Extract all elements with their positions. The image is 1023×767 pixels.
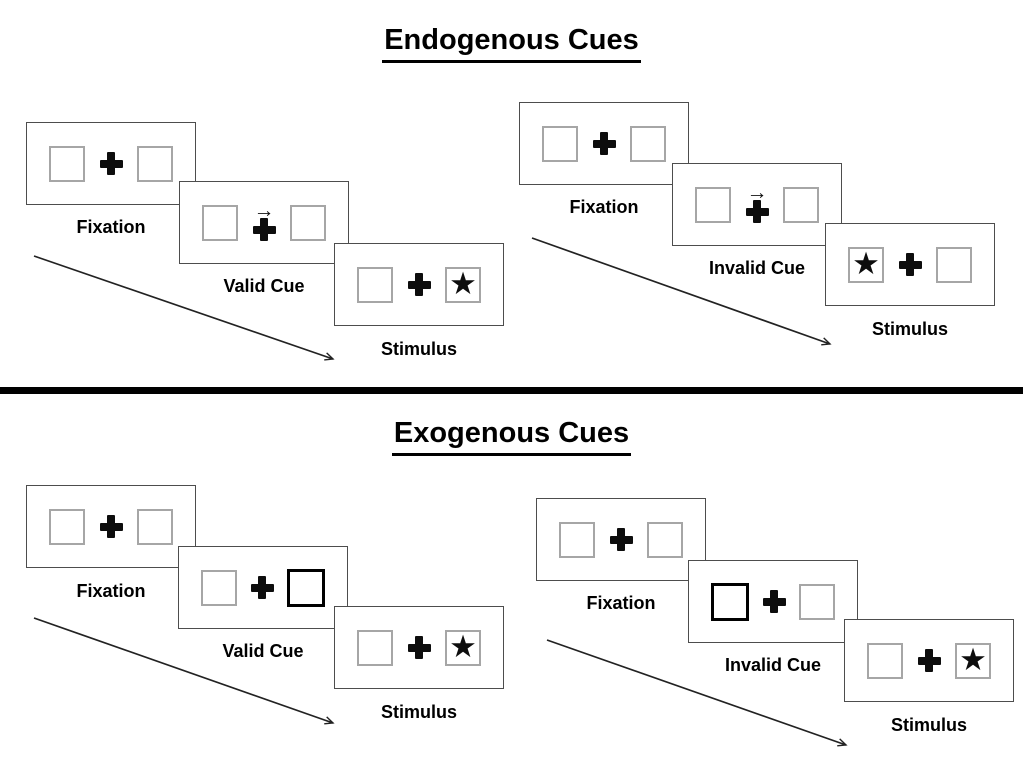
fixation-cross-icon	[763, 590, 786, 613]
center-stack	[100, 152, 123, 175]
fixation-cross-icon	[899, 253, 922, 276]
left-placeholder-box	[695, 186, 731, 223]
panel-label: Fixation	[76, 217, 146, 237]
fixation-cross-icon	[918, 649, 941, 672]
panel-label: Fixation	[569, 197, 639, 217]
center-stack	[408, 273, 431, 296]
left-placeholder-box	[867, 642, 903, 679]
fixation-screen	[536, 498, 706, 581]
cue-screen: →	[179, 181, 349, 264]
stimulus-screen: ★	[825, 223, 995, 306]
fixation-cross-icon	[251, 576, 274, 599]
left-placeholder-box	[357, 629, 393, 666]
panel-label: Stimulus	[890, 715, 967, 735]
star-stimulus-icon: ★	[449, 266, 477, 301]
right-placeholder-box	[936, 246, 972, 283]
fixation-cross-icon	[100, 515, 123, 538]
timeline-arrow	[33, 255, 335, 361]
fixation-screen	[26, 485, 196, 568]
panel-label: Fixation	[586, 593, 656, 613]
left-placeholder-box	[357, 266, 393, 303]
right-placeholder-box	[137, 145, 173, 182]
center-stack: →	[746, 181, 769, 223]
fixation-cross-icon	[593, 132, 616, 155]
section-title-exogenous: Exogenous Cues	[0, 417, 1023, 456]
fixation-screen	[26, 122, 196, 205]
fixation-cross-icon	[253, 218, 276, 241]
center-stack	[899, 253, 922, 276]
right-target-box: ★	[955, 642, 991, 679]
stimulus-screen: ★	[334, 243, 504, 326]
left-cue-box	[711, 582, 749, 621]
panel-label: Invalid Cue	[724, 655, 822, 675]
fixation-cross-icon	[746, 200, 769, 223]
center-stack	[610, 528, 633, 551]
left-placeholder-box	[202, 204, 238, 241]
panel-label: Valid Cue	[223, 276, 305, 296]
fixation-cross-icon	[408, 636, 431, 659]
cue-arrow-icon: →	[253, 199, 275, 222]
right-placeholder-box	[630, 125, 666, 162]
section-title-endogenous: Endogenous Cues	[0, 24, 1023, 63]
panel-label: Stimulus	[380, 339, 457, 359]
cue-screen	[688, 560, 858, 643]
timeline-arrow	[531, 237, 832, 346]
panel-label: Stimulus	[380, 702, 457, 722]
panel-label: Invalid Cue	[708, 258, 806, 278]
right-placeholder-box	[783, 186, 819, 223]
left-target-box: ★	[848, 246, 884, 283]
cue-screen: →	[672, 163, 842, 246]
right-target-box: ★	[445, 266, 481, 303]
left-placeholder-box	[201, 569, 237, 606]
timeline-arrow	[546, 639, 848, 747]
fixation-cross-icon	[100, 152, 123, 175]
section-divider	[0, 387, 1023, 394]
right-placeholder-box	[647, 521, 683, 558]
center-stack	[100, 515, 123, 538]
fixation-cross-icon	[408, 273, 431, 296]
right-placeholder-box	[290, 204, 326, 241]
stimulus-screen: ★	[844, 619, 1014, 702]
center-stack	[918, 649, 941, 672]
center-stack	[763, 590, 786, 613]
panel-label: Valid Cue	[222, 641, 304, 661]
left-placeholder-box	[559, 521, 595, 558]
star-stimulus-icon: ★	[852, 246, 880, 281]
center-stack: →	[253, 199, 276, 241]
left-placeholder-box	[49, 508, 85, 545]
right-placeholder-box	[137, 508, 173, 545]
panel-label: Fixation	[76, 581, 146, 601]
timeline-arrow	[33, 617, 335, 725]
right-target-box: ★	[445, 629, 481, 666]
center-stack	[251, 576, 274, 599]
right-cue-box	[287, 568, 325, 607]
stimulus-screen: ★	[334, 606, 504, 689]
right-placeholder-box	[799, 583, 835, 620]
center-stack	[408, 636, 431, 659]
left-placeholder-box	[542, 125, 578, 162]
cue-arrow-icon: →	[746, 181, 768, 204]
star-stimulus-icon: ★	[959, 642, 987, 677]
fixation-screen	[519, 102, 689, 185]
center-stack	[593, 132, 616, 155]
cue-screen	[178, 546, 348, 629]
left-placeholder-box	[49, 145, 85, 182]
star-stimulus-icon: ★	[449, 629, 477, 664]
fixation-cross-icon	[610, 528, 633, 551]
panel-label: Stimulus	[871, 319, 948, 339]
